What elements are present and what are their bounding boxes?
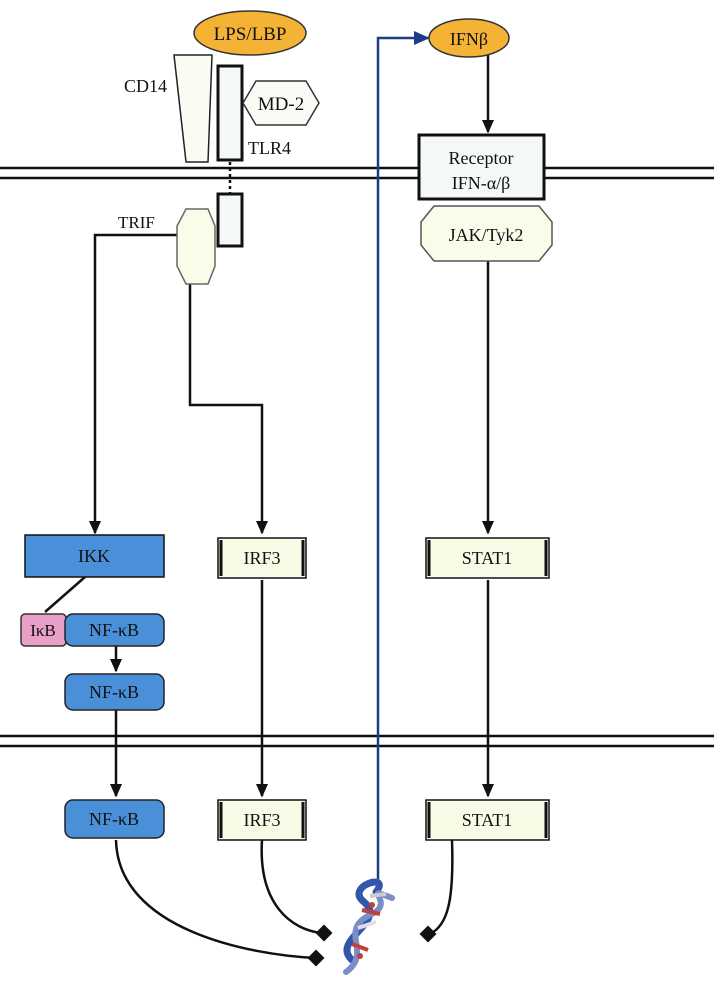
lps-lbp-node: LPS/LBP: [194, 11, 306, 55]
cd14-label: CD14: [124, 76, 167, 96]
lps-lbp-label: LPS/LBP: [214, 24, 287, 45]
trif-node: TRIF: [118, 209, 215, 284]
nuclear-membrane: [0, 736, 714, 746]
stat1-cytoplasmic-label: STAT1: [462, 548, 513, 568]
stat1-cytoplasmic-node: STAT1: [426, 538, 549, 578]
plasma-membrane: [0, 168, 714, 178]
trif-label: TRIF: [118, 213, 155, 232]
ikb-label: IκB: [30, 621, 56, 640]
irf3-cytoplasmic-node: IRF3: [218, 538, 306, 578]
irf3-cytoplasmic-label: IRF3: [243, 548, 280, 568]
stat1-nuclear-node: STAT1: [426, 800, 549, 840]
dna-helix-icon: [346, 882, 392, 972]
receptor-label-line1: Receptor: [449, 148, 514, 168]
md2-node: MD-2: [243, 81, 319, 125]
ifnb-label: IFNβ: [450, 29, 488, 49]
dna-binding-terminals: [308, 925, 437, 967]
cd14-node: CD14: [124, 55, 212, 162]
nfkb-nuclear-node: NF-κB: [65, 800, 164, 838]
irf3-nuclear-label: IRF3: [243, 810, 280, 830]
ikk-label: IKK: [78, 546, 110, 566]
jak-tyk2-node: JAK/Tyk2: [421, 206, 552, 261]
ifn-receptor-node: Receptor IFN-α/β: [419, 135, 544, 199]
jak-tyk2-label: JAK/Tyk2: [449, 225, 524, 245]
nfkb-nuclear-label: NF-κB: [89, 809, 139, 829]
receptor-label-line2: IFN-α/β: [452, 173, 511, 193]
tlr4-label: TLR4: [248, 138, 291, 158]
md2-label: MD-2: [258, 94, 304, 115]
nfkb-complex-label: NF-κB: [89, 620, 139, 640]
nfkb-free-node: NF-κB: [65, 674, 164, 710]
irf3-nuclear-node: IRF3: [218, 800, 306, 840]
stat1-nuclear-label: STAT1: [462, 810, 513, 830]
nfkb-complex-node: NF-κB: [65, 614, 164, 646]
ikk-node: IKK: [25, 535, 164, 577]
ifnb-node: IFNβ: [429, 19, 509, 57]
ikb-node: IκB: [21, 614, 66, 646]
nfkb-free-label: NF-κB: [89, 682, 139, 702]
